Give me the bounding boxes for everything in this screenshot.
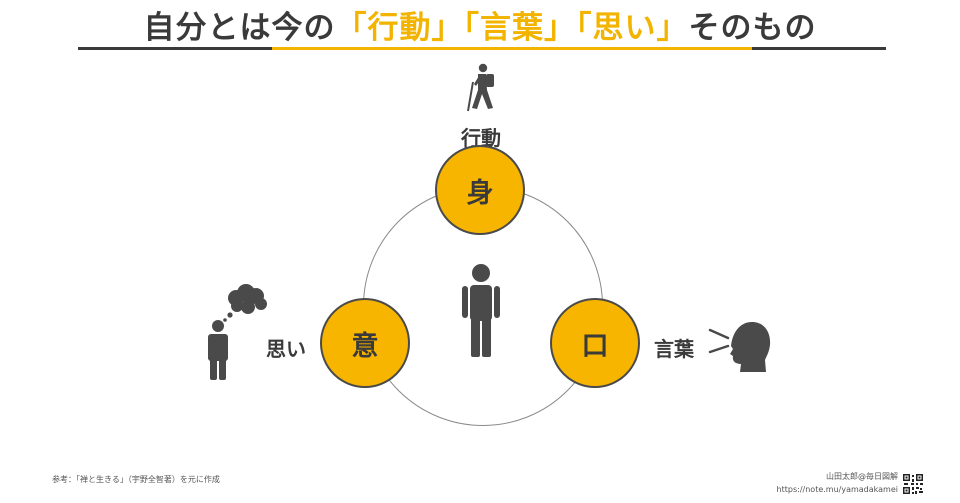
node-mind: 意 xyxy=(320,298,410,388)
author-credit: 山田太郎@毎日図解 https://note.mu/yamadakamei xyxy=(777,470,898,496)
title-prefix: 自分とは今の xyxy=(143,10,336,46)
page-title: 自分とは今の「行動」「言葉」「思い」そのもの xyxy=(0,8,960,48)
title-suffix: そのもの xyxy=(688,10,817,46)
hiker-icon xyxy=(467,63,494,112)
reference-note: 参考：「禅と生きる」（宇野全智著）を元に作成 xyxy=(52,475,220,484)
title-highlight: 「行動」「言葉」「思い」 xyxy=(335,10,689,46)
node-left-label: 思い xyxy=(266,337,306,361)
author-url[interactable]: https://note.mu/yamadakamei xyxy=(776,485,898,494)
node-mouth-glyph: 口 xyxy=(581,330,609,362)
node-mouth: 口 xyxy=(550,298,640,388)
qr-code-icon xyxy=(903,474,923,494)
title-underline-highlight xyxy=(272,47,752,50)
thinking-person-icon xyxy=(208,284,267,380)
author-name: 山田太郎@毎日図解 xyxy=(826,472,898,481)
node-right-label: 言葉 xyxy=(654,337,694,361)
node-body: 身 xyxy=(435,145,525,235)
person-icon xyxy=(462,264,500,357)
node-body-glyph: 身 xyxy=(466,177,494,209)
node-mind-glyph: 意 xyxy=(351,330,379,362)
speaking-head-icon xyxy=(708,322,771,372)
